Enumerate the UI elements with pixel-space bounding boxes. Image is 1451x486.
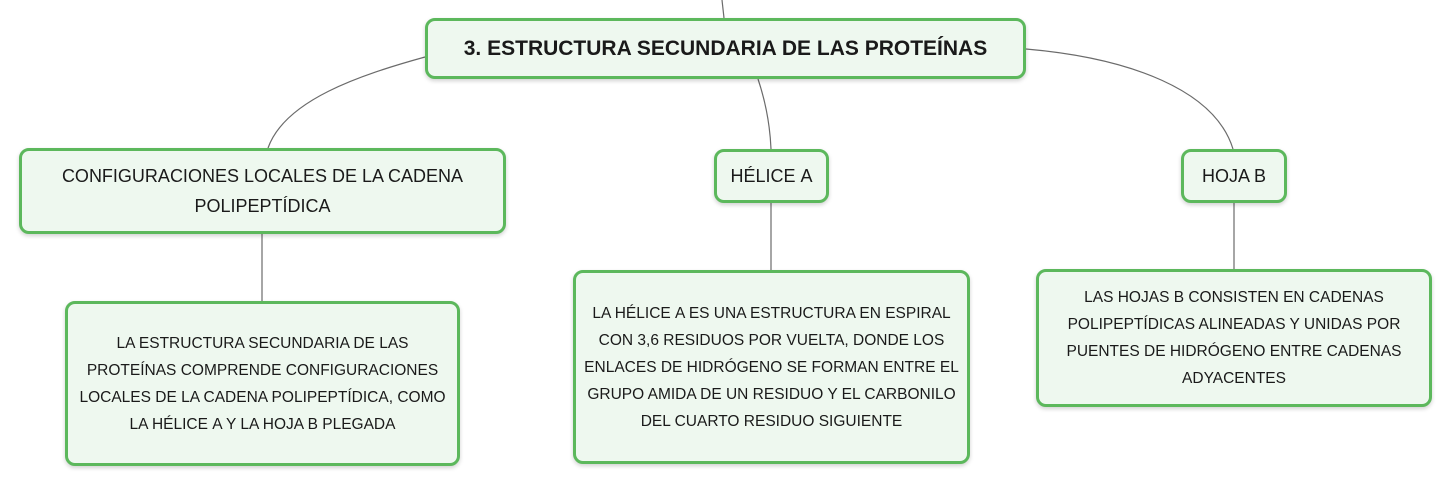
root-node-title: 3. ESTRUCTURA SECUNDARIA DE LAS PROTEÍNA… [463,36,988,60]
leaf-node-hoja-description[interactable]: LAS HOJAS Β CONSISTEN EN CADENAS POLIPEP… [1036,269,1432,407]
leaf-node-helice-text: LA HÉLICE Α ES UNA ESTRUCTURA EN ESPIRAL… [584,304,959,430]
connector-parent-to-root [721,0,725,19]
leaf-node-hoja-text: LAS HOJAS Β CONSISTEN EN CADENAS POLIPEP… [1066,289,1402,387]
connector-root-to-hoja [1025,48,1234,150]
connector-root-to-config [267,56,426,149]
leaf-node-configuraciones-description[interactable]: LA ESTRUCTURA SECUNDARIA DE LAS PROTEÍNA… [65,301,460,466]
branch-node-configuraciones[interactable]: CONFIGURACIONES LOCALES DE LA CADENA POL… [19,148,506,234]
branch-node-configuraciones-label: CONFIGURACIONES LOCALES DE LA CADENA POL… [61,166,464,216]
connector-root-to-helice [757,78,772,150]
branch-node-hoja[interactable]: HOJA Β [1181,149,1287,203]
leaf-node-configuraciones-text: LA ESTRUCTURA SECUNDARIA DE LAS PROTEÍNA… [79,334,446,433]
branch-node-helice[interactable]: HÉLICE Α [714,149,829,203]
branch-node-hoja-label: HOJA Β [1201,166,1267,186]
branch-node-helice-label: HÉLICE Α [730,166,813,186]
root-node[interactable]: 3. ESTRUCTURA SECUNDARIA DE LAS PROTEÍNA… [425,18,1026,79]
leaf-node-helice-description[interactable]: LA HÉLICE Α ES UNA ESTRUCTURA EN ESPIRAL… [573,270,970,464]
